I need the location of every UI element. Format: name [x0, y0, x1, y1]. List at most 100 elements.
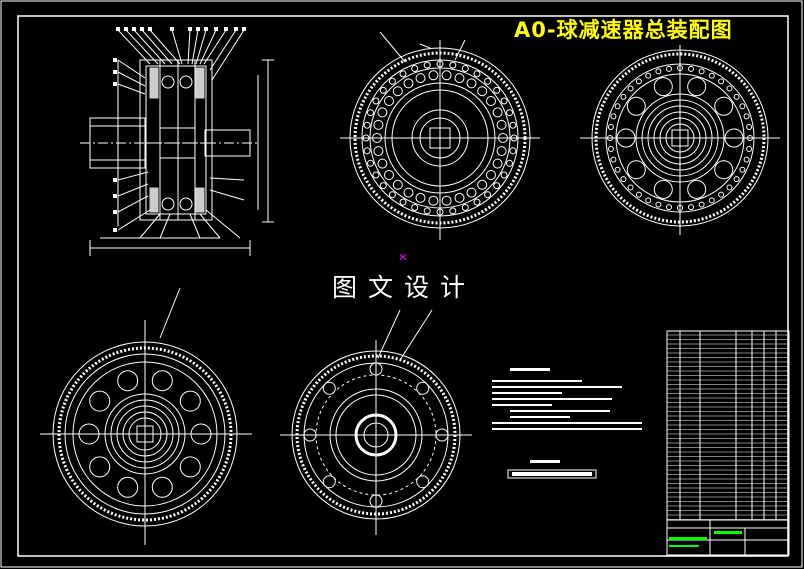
ball [461, 65, 469, 72]
ball [614, 166, 621, 173]
roller-hole [117, 370, 139, 392]
roller-hole [89, 456, 111, 478]
view-a-a [340, 31, 540, 240]
ball [743, 113, 750, 120]
ball [698, 201, 705, 208]
ball [392, 86, 403, 97]
ball [610, 113, 617, 120]
ball [655, 68, 662, 75]
ball [423, 207, 431, 215]
ball [747, 135, 753, 141]
ball [461, 204, 469, 211]
ball [677, 65, 683, 71]
ball [399, 70, 407, 78]
drawing-title: A0-球减速器总装配图 [514, 18, 733, 42]
ball [607, 124, 614, 130]
origin-marker [399, 253, 407, 261]
ball [377, 107, 388, 118]
ball [743, 156, 750, 163]
bolt-hole [322, 381, 336, 395]
ball [411, 65, 419, 72]
bolt-hole [369, 362, 383, 376]
ball [496, 119, 507, 130]
ball [492, 107, 503, 118]
roller-hole [626, 160, 646, 180]
bolt-hole [416, 381, 430, 395]
ball [415, 73, 426, 84]
ball [384, 170, 394, 180]
ball-ring [362, 60, 518, 216]
ball [655, 201, 662, 208]
ball [620, 176, 627, 183]
ball [428, 70, 439, 81]
ball [477, 179, 488, 190]
ball [726, 85, 733, 92]
ball [449, 207, 457, 215]
inner-frame [17, 15, 789, 557]
ball [746, 124, 753, 130]
ball [666, 204, 672, 211]
roller-hole [626, 96, 646, 116]
ball [384, 96, 394, 106]
roller-hole [78, 423, 100, 445]
ball [498, 133, 508, 143]
ball [403, 187, 414, 198]
ball [607, 146, 614, 152]
ball [372, 171, 380, 179]
technical-notes [492, 368, 642, 463]
ball [688, 204, 694, 211]
ball [466, 187, 477, 198]
roller-hole [179, 456, 201, 478]
roller-hole [151, 476, 173, 498]
ball [733, 176, 740, 183]
ball [436, 208, 444, 216]
ball [500, 171, 508, 179]
ball [477, 86, 488, 97]
ball [746, 146, 753, 152]
ball [367, 159, 374, 167]
ball [403, 78, 414, 89]
ball [645, 72, 652, 79]
roller-hole [653, 77, 673, 97]
roller-hole [190, 423, 212, 445]
ball [620, 93, 627, 100]
bolt-holes [303, 362, 449, 508]
ball [449, 61, 457, 69]
ball [607, 135, 613, 141]
ball [362, 134, 370, 142]
bolt-hole [369, 494, 383, 508]
roller-hole [179, 390, 201, 412]
ball [377, 158, 388, 169]
ball [441, 195, 452, 206]
ball [428, 195, 439, 206]
ball [392, 179, 403, 190]
parts-list-rows [667, 334, 789, 520]
ball [645, 197, 652, 204]
ball [388, 77, 396, 85]
ball [708, 72, 715, 79]
ball [388, 191, 396, 199]
view-d-d [280, 309, 472, 535]
ball [372, 97, 380, 105]
ball [739, 166, 746, 173]
ball [510, 134, 518, 142]
roller-hole [687, 77, 707, 97]
bolt-hole [416, 475, 430, 489]
roller-hole [714, 160, 734, 180]
ball [509, 121, 517, 129]
ball [411, 204, 419, 211]
ball [496, 146, 507, 157]
ball [484, 77, 492, 85]
ball [379, 86, 387, 94]
ball [509, 147, 517, 155]
view-c-c [40, 287, 252, 545]
ball [718, 78, 725, 85]
ball [698, 68, 705, 75]
roller-hole [117, 476, 139, 498]
section-view-labels [113, 27, 246, 232]
ball [454, 192, 465, 203]
ball [466, 78, 477, 89]
